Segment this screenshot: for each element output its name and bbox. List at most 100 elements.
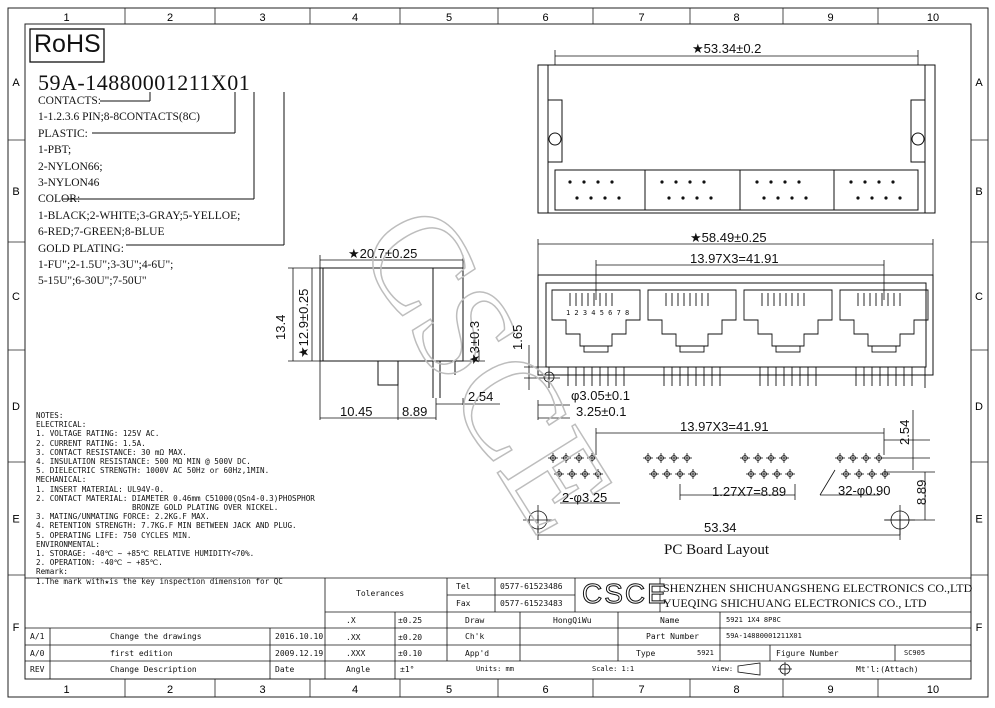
port-latch [871,345,897,353]
zone-column-label: 3 [259,12,265,24]
zone-column-label: 9 [827,12,833,24]
tolerance-format: .XX [346,632,361,642]
approve-label: App'd [465,649,490,658]
note-line: ENVIRONMENTAL: [36,539,101,549]
rj45-port [743,289,833,347]
part-field-heading: CONTACTS: [38,95,101,107]
draw-value: HongQiWu [553,616,592,625]
note-line: 3. CONTACT RESISTANCE: 30 mΩ MAX. [36,447,187,457]
pcb-dimensions [523,410,935,540]
type-value: 5921 [697,649,714,657]
revision-date: Date [275,665,295,674]
contact-dot [674,180,678,184]
fax-label: Fax [456,599,471,608]
note-line: 5. DIELECTRIC STRENGTH: 1000V AC 50Hz or… [36,466,270,476]
scale-label: Scale: 1:1 [592,665,635,673]
contact-dot [762,196,766,200]
port-latch [583,345,609,353]
revision-date: 2009.12.19 [275,648,324,658]
note-line: 1. INSERT MATERIAL: UL94V-0. [36,484,165,494]
zone-column-label: 5 [446,12,452,24]
angle-tolerance: ±1° [400,665,415,674]
note-line: 1. STORAGE: -40℃ ~ +85℃ RELATIVE HUMIDIT… [36,549,255,559]
zone-column-label: 5 [446,684,452,696]
note-line: 1. VOLTAGE RATING: 125V AC. [36,429,160,439]
part-code: 59A-14880001211X01 [38,70,251,95]
contact-dot [695,196,699,200]
zone-column-label: 9 [827,684,833,696]
part-field-option: 6-RED;7-GREEN;8-BLUE [38,226,165,239]
contact-dot [582,180,586,184]
contact-dot [688,180,692,184]
rj45-port [647,289,737,347]
tel-label: Tel [456,582,471,591]
top-view [537,64,936,214]
note-line: 2. CURRENT RATING: 1.5A. [36,438,146,448]
note-line: ELECTRICAL: [36,420,87,430]
contact-dot [870,196,874,200]
zone-column-label: 4 [352,12,358,24]
tolerance-value: ±0.25 [398,616,423,625]
front-ports [551,289,929,353]
rohs-mark: RoHS [34,30,101,58]
part-code-legend: CONTACTS:1-1.2.3.6 PIN;8-8CONTACTS(8C)PL… [38,93,240,290]
notes-block: NOTES:ELECTRICAL:1. VOLTAGE RATING: 125V… [36,411,315,586]
zone-row-label: B [975,186,982,198]
contact-dot [603,196,607,200]
name-label: Name [660,616,680,625]
front-height-label: 1.65 [510,324,525,350]
contact-dot [702,180,706,184]
figure-number-label: Figure Number [776,649,839,658]
contact-dot [568,180,572,184]
zone-row-label: E [12,514,19,526]
revision-id: A/0 [30,648,45,658]
projection-symbol-icon [737,662,792,676]
side-bottom-a-label: 10.45 [340,404,373,419]
company-name-1: SHENZHEN SHICHUANGSHENG ELECTRONICS CO.,… [663,581,973,595]
material-label: Mt'l:(Attach) [856,665,919,674]
type-label: Type [636,649,656,658]
fax-value: 0577-61523483 [500,599,563,608]
zone-column-label: 10 [927,12,939,24]
note-line: 2. OPERATION: -40℃ ~ +85℃. [36,558,163,568]
zone-column-label: 1 [63,12,69,24]
zone-column-label: 8 [733,684,739,696]
draw-label: Draw [465,616,485,625]
zone-column-label: 6 [542,12,548,24]
contact-dot [863,180,867,184]
view-label: View: [712,665,734,673]
front-width-label: ★58.49±0.25 [690,230,767,245]
revision-description: Change Description [110,665,197,674]
front-dimensions [524,239,934,420]
contact-dot [884,196,888,200]
figure-number-value: SC905 [904,649,926,657]
zone-row-label: D [975,401,983,413]
tolerance-format: .XXX [346,649,366,658]
zone-column-label: 1 [63,684,69,696]
front-hole-label: φ3.05±0.1 [571,388,630,403]
side-tab-label: ★3±0.3 [467,320,482,365]
tolerance-value: ±0.10 [398,649,423,658]
port-latch [775,345,801,353]
contact-dot [849,180,853,184]
contact-dot [709,196,713,200]
zone-row-label: A [12,77,20,89]
pcb-width-label: 53.34 [704,520,737,535]
tolerance-format: .X [346,616,356,625]
zone-column-label: 2 [167,12,173,24]
contact-dot [667,196,671,200]
port-latch [679,345,705,353]
rohs-box [29,28,105,63]
contact-dot [617,196,621,200]
zone-row-label: F [976,622,983,634]
zone-column-label: 2 [167,684,173,696]
part-field-option: 1-PBT; [38,144,72,157]
check-label: Ch'k [465,632,485,641]
contact-dot [681,196,685,200]
contact-dot [856,196,860,200]
part-field-option: 1-FU";2-1.5U";3-3U";4-6U"; [38,259,174,272]
pcb-pins-label: 32-φ0.90 [838,483,891,498]
contact-dot [804,196,808,200]
part-field-heading: COLOR: [38,193,81,206]
